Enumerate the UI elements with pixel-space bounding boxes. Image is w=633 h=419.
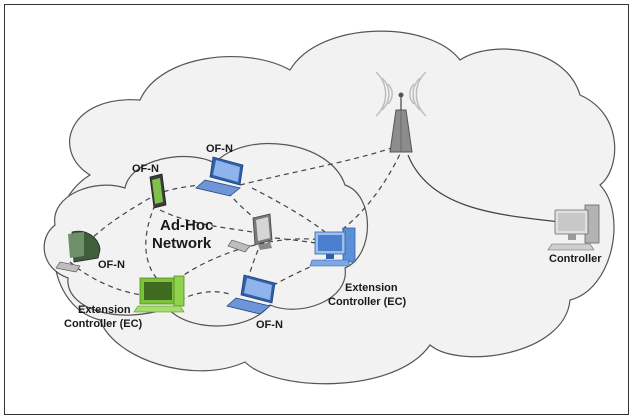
center-monitor-icon [227,213,273,253]
label-ofn-left-pc: OF-N [98,259,125,271]
ec-right-computer-icon [309,227,356,267]
cell-tower-icon [375,71,427,153]
label-ofn-top-laptop: OF-N [206,143,233,155]
tablet-icon [149,173,167,209]
link-ecleft-laptopb [179,291,233,301]
label-ofn-bottom-laptop: OF-N [256,319,283,331]
left-monitor-icon [55,230,101,273]
label-ec-left-line1: Extension [78,304,131,316]
bottom-laptop-icon [226,274,276,315]
label-controller: Controller [549,253,602,265]
top-laptop-icon [195,156,244,197]
link-tablet-ecleft [145,204,159,281]
controller-computer-icon [547,204,600,251]
label-adhoc-line2: Network [152,235,212,252]
link-tablet-centerpc [159,209,253,233]
label-ec-right-line1: Extension [345,282,398,294]
link-ec-tower [334,149,403,236]
label-ec-right-line2: Controller (EC) [328,296,407,308]
label-ec-left-line2: Controller (EC) [64,318,143,330]
link-centerpc-ec [274,237,323,245]
link-laptop-tower [239,144,401,186]
label-adhoc-line1: Ad-Hoc [160,217,213,234]
ec-left-computer-icon [133,275,185,313]
label-ofn-tablet: OF-N [132,163,159,175]
link-leftpc-ecleft [69,261,143,296]
link-ecleft-ec [169,238,321,286]
link-tablet-leftpc [87,197,151,243]
link-laptop-ec [251,187,326,233]
link-tower-controller [407,154,561,223]
